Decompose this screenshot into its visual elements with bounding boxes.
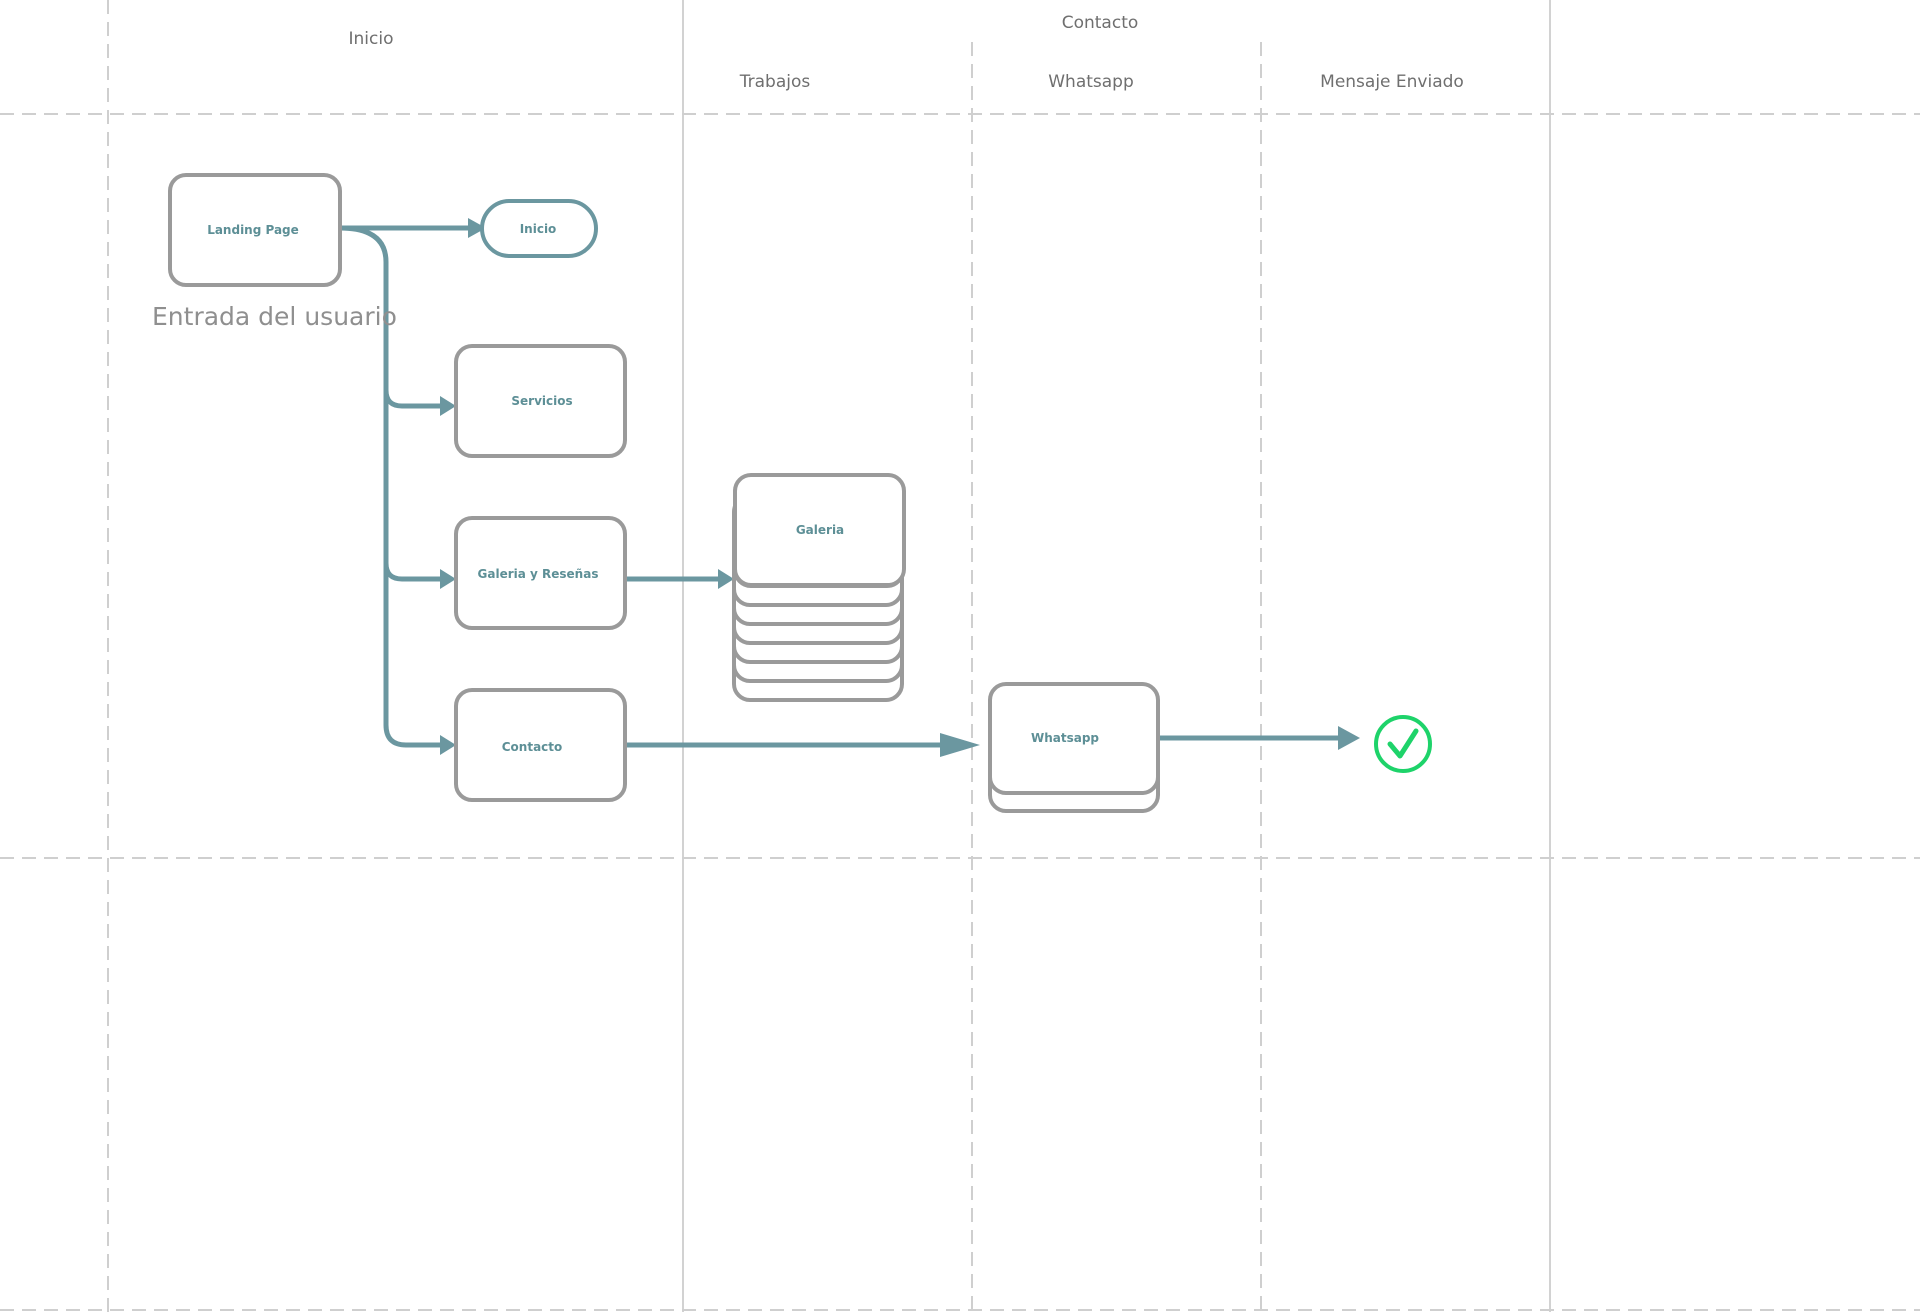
arrowhead bbox=[940, 733, 980, 757]
node-label: Whatsapp bbox=[1031, 731, 1099, 745]
connectors bbox=[339, 218, 1360, 757]
lane-header-trabajos: Trabajos bbox=[739, 72, 811, 92]
node-box bbox=[733, 473, 906, 587]
node-label: Galeria bbox=[796, 523, 844, 537]
connector-landing-contacto bbox=[383, 563, 440, 748]
node-galeria-stack[interactable]: Galeria bbox=[732, 473, 906, 702]
lane-header-mensaje-enviado: Mensaje Enviado bbox=[1320, 72, 1464, 92]
arrowhead bbox=[718, 569, 734, 589]
connector-landing-galeria-resenas bbox=[383, 390, 440, 582]
node-label: Servicios bbox=[511, 394, 572, 408]
node-landing-page[interactable]: Landing Page bbox=[168, 173, 342, 287]
node-whatsapp-stack[interactable]: Whatsapp bbox=[988, 682, 1160, 813]
check-circle-icon bbox=[1374, 715, 1432, 773]
node-pill bbox=[480, 199, 598, 258]
lane-group-header-contacto: Contacto bbox=[1062, 13, 1139, 33]
lane-header-whatsapp: Whatsapp bbox=[1048, 72, 1134, 92]
node-galeria-resenas[interactable]: Galeria y Reseñas bbox=[454, 516, 627, 630]
user-entry-note: Entrada del usuario bbox=[152, 302, 397, 331]
lane-header-inicio: Inicio bbox=[349, 29, 394, 49]
connector-landing-servicios bbox=[339, 225, 440, 409]
node-servicios[interactable]: Servicios bbox=[454, 344, 627, 458]
arrowhead bbox=[1338, 726, 1360, 750]
node-label: Inicio bbox=[520, 222, 557, 236]
arrowhead bbox=[440, 569, 456, 589]
node-box bbox=[168, 173, 342, 287]
arrowhead bbox=[440, 396, 456, 416]
node-label: Landing Page bbox=[207, 223, 299, 237]
node-label: Contacto bbox=[502, 740, 563, 754]
node-box bbox=[454, 516, 627, 630]
arrowhead bbox=[468, 218, 486, 238]
node-contacto[interactable]: Contacto bbox=[454, 688, 627, 802]
node-box bbox=[988, 682, 1160, 795]
node-box bbox=[454, 688, 627, 802]
node-label: Galeria y Reseñas bbox=[478, 567, 599, 581]
node-inicio[interactable]: Inicio bbox=[480, 199, 598, 258]
node-box bbox=[454, 344, 627, 458]
arrowhead bbox=[440, 735, 456, 755]
